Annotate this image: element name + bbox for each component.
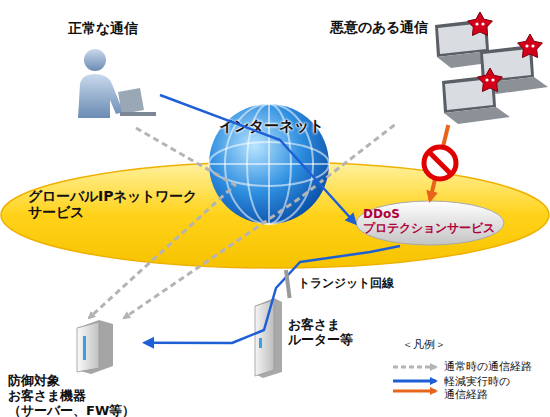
node-text: 防御対象 お客さま機器 （サーバー、FW等） [8, 374, 138, 417]
node-box: 悪意のある通信 [330, 15, 545, 125]
node-box: お客さま ルーター等 [250, 298, 360, 378]
node-box: 防御対象 お客さま機器 （サーバー、FW等） [5, 318, 145, 417]
connector [286, 270, 290, 298]
connector-label: トランジット回線 [298, 275, 394, 292]
legend-samples [393, 367, 436, 391]
node-text: グローバルIPネットワーク サービス [28, 188, 218, 220]
node-text: DDoS プロテクションサービス [363, 208, 508, 236]
node-box: DDoS プロテクションサービス [355, 200, 505, 246]
node-text: 正常な通信 [68, 20, 138, 36]
legend-text: 通常時の通信経路 [444, 360, 532, 373]
node-box: 正常な通信 [40, 18, 160, 128]
node-text: インターネット [219, 118, 319, 135]
legend-text: 軽減実行時の 通信経路 [444, 375, 524, 401]
node-text: 悪意のある通信 [330, 19, 428, 35]
node-text: お客さま ルーター等 [288, 318, 360, 348]
node-box: インターネット [207, 102, 331, 226]
legend-heading: ＜凡例＞ [402, 338, 446, 351]
